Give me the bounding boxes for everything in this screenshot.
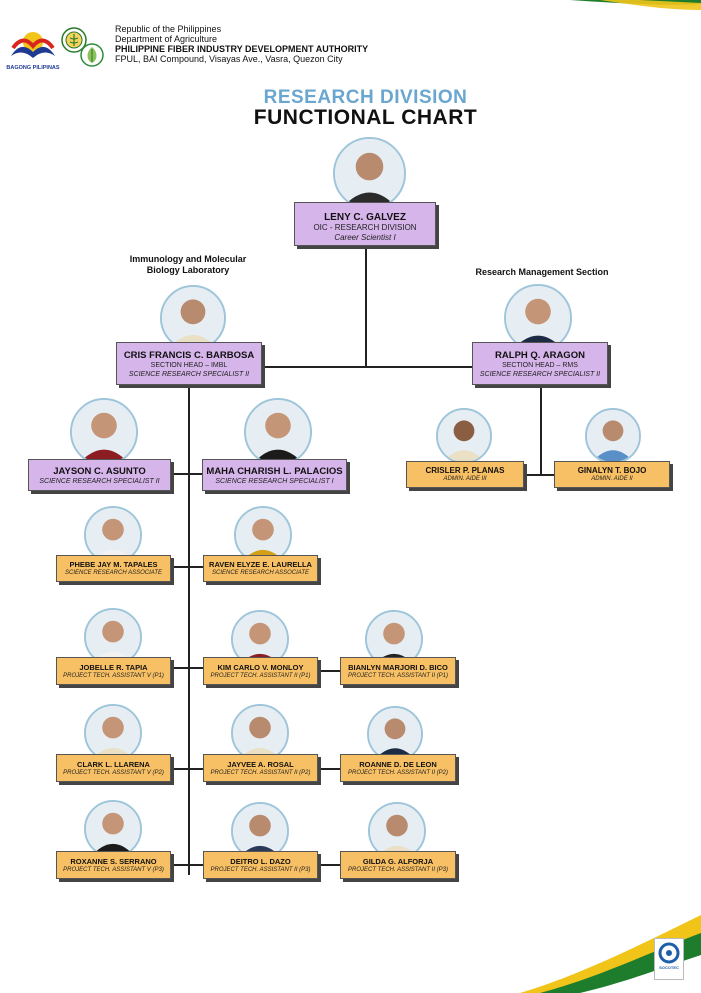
connector-line (540, 387, 542, 476)
person-name: RALPH Q. ARAGON (495, 350, 585, 361)
box-deleon: ROANNE D. DE LEON PROJECT TECH. ASSISTAN… (340, 754, 456, 782)
connector-line (170, 667, 206, 669)
box-bico: BIANLYN MARJORI D. BICO PROJECT TECH. AS… (340, 657, 456, 685)
person-role: SECTION HEAD – RMS (502, 362, 578, 369)
person-role: OIC - RESEARCH DIVISION (313, 223, 417, 232)
avatar-llarena (84, 704, 142, 762)
person-name: CLARK L. LLARENA (77, 760, 150, 769)
header-department: Department of Agriculture (115, 34, 218, 44)
person-name: GINALYN T. BOJO (577, 466, 647, 475)
connector-line (161, 566, 203, 568)
connector-line (171, 473, 207, 475)
header-address: FPUL, BAI Compound, Visayas Ave., Vasra,… (115, 54, 343, 64)
bagong-pilipinas-logo: BAGONG PILIPINAS (6, 22, 60, 72)
connector-line (316, 864, 340, 866)
person-role: PROJECT TECH. ASSISTANT II (P1) (347, 673, 448, 679)
header-agency: PHILIPPINE FIBER INDUSTRY DEVELOPMENT AU… (115, 44, 369, 54)
avatar-bojo (585, 408, 641, 464)
person-name: JAYSON C. ASUNTO (53, 466, 146, 477)
department-of-agriculture-seal-icon (61, 27, 87, 53)
person-name: RAVEN ELYZE E. LAURELLA (209, 560, 312, 569)
avatar-palacios (244, 398, 312, 466)
avatar-tapia (84, 608, 142, 666)
box-aragon: RALPH Q. ARAGON SECTION HEAD – RMS SCIEN… (472, 342, 608, 385)
connector-line (188, 387, 190, 875)
person-role: ADMIN. AIDE II (591, 476, 633, 482)
avatar-dazo (231, 802, 289, 860)
avatar-rosal (231, 704, 289, 762)
person-title: SCIENCE RESEARCH SPECIALIST II (128, 371, 250, 378)
connector-line (170, 864, 206, 866)
top-right-corner-stripes (570, 0, 701, 10)
box-alforja: GILDA G. ALFORJA PROJECT TECH. ASSISTANT… (340, 851, 456, 879)
box-tapia: JOBELLE R. TAPIA PROJECT TECH. ASSISTANT… (56, 657, 171, 685)
box-monloy: KIM CARLO V. MONLOY PROJECT TECH. ASSIST… (203, 657, 318, 685)
person-name: KIM CARLO V. MONLOY (217, 663, 304, 672)
box-palacios: MAHA CHARISH L. PALACIOS SCIENCE RESEARC… (202, 459, 347, 491)
section-label-imbl: Immunology and Molecular Biology Laborat… (129, 254, 247, 275)
person-role: PROJECT TECH. ASSISTANT V (P3) (63, 867, 164, 873)
person-role: PROJECT TECH. ASSISTANT V (P1) (63, 673, 164, 679)
box-laurella: RAVEN ELYZE E. LAURELLA SCIENCE RESEARCH… (203, 555, 318, 582)
person-role: PROJECT TECH. ASSISTANT II (P2) (210, 770, 311, 776)
section-label-rms: Research Management Section (475, 267, 609, 277)
person-name: BIANLYN MARJORI D. BICO (348, 663, 448, 672)
person-role: SCIENCE RESEARCH ASSOCIATE (64, 570, 163, 576)
avatar-serrano (84, 800, 142, 858)
avatar-asunto (70, 398, 138, 466)
connector-line (316, 768, 340, 770)
connector-line (262, 366, 472, 368)
box-galvez: LENY C. GALVEZ OIC - RESEARCH DIVISION C… (294, 202, 436, 246)
box-bojo: GINALYN T. BOJO ADMIN. AIDE II (554, 461, 670, 488)
person-name: LENY C. GALVEZ (324, 212, 406, 223)
person-role: SECTION HEAD – IMBL (150, 362, 228, 369)
box-barbosa: CRIS FRANCIS C. BARBOSA SECTION HEAD – I… (116, 342, 262, 385)
person-role: SCIENCE RESEARCH ASSOCIATE (211, 570, 310, 576)
connector-line (524, 474, 554, 476)
avatar-planas (436, 408, 492, 464)
socotec-label: SOCOTEC (659, 965, 679, 970)
person-role: ADMIN. AIDE III (443, 476, 487, 482)
box-planas: CRISLER P. PLANAS ADMIN. AIDE III (406, 461, 524, 488)
person-role: PROJECT TECH. ASSISTANT V (P2) (63, 770, 164, 776)
box-serrano: ROXANNE S. SERRANO PROJECT TECH. ASSISTA… (56, 851, 171, 879)
avatar-tapales (84, 506, 142, 564)
person-name: CRIS FRANCIS C. BARBOSA (123, 350, 255, 361)
chart-title-functional: FUNCTIONAL CHART (253, 106, 478, 129)
header-republic: Republic of the Philippines (115, 24, 222, 34)
philfida-seal-icon (80, 42, 104, 68)
person-name: DEITRO L. DAZO (230, 857, 291, 866)
person-name: CRISLER P. PLANAS (425, 466, 505, 475)
person-name: GILDA G. ALFORJA (362, 857, 434, 866)
person-role: PROJECT TECH. ASSISTANT II (P2) (347, 770, 448, 776)
iso-certification-badge: SOCOTEC (654, 938, 684, 980)
person-name: ROANNE D. DE LEON (359, 760, 437, 769)
person-name: JOBELLE R. TAPIA (79, 663, 148, 672)
box-asunto: JAYSON C. ASUNTO SCIENCE RESEARCH SPECIA… (28, 459, 171, 491)
person-role: SCIENCE RESEARCH SPECIALIST I (215, 478, 334, 485)
avatar-galvez (333, 137, 406, 210)
person-role: PROJECT TECH. ASSISTANT II (P1) (210, 673, 311, 679)
box-rosal: JAYVEE A. ROSAL PROJECT TECH. ASSISTANT … (203, 754, 318, 782)
connector-line (170, 768, 206, 770)
person-role: PROJECT TECH. ASSISTANT II (P3) (347, 867, 448, 873)
connector-line (365, 246, 367, 368)
box-llarena: CLARK L. LLARENA PROJECT TECH. ASSISTANT… (56, 754, 171, 782)
person-title: Career Scientist I (334, 233, 396, 242)
bagong-pilipinas-text: BAGONG PILIPINAS (6, 65, 60, 71)
person-name: ROXANNE S. SERRANO (70, 857, 157, 866)
person-role: PROJECT TECH. ASSISTANT II (P3) (210, 867, 311, 873)
box-dazo: DEITRO L. DAZO PROJECT TECH. ASSISTANT I… (203, 851, 318, 879)
person-name: PHEBE JAY M. TAPALES (69, 560, 158, 569)
person-name: MAHA CHARISH L. PALACIOS (206, 466, 343, 477)
person-title: SCIENCE RESEARCH SPECIALIST II (479, 371, 601, 378)
chart-title-division: RESEARCH DIVISION (263, 87, 468, 108)
connector-line (316, 670, 340, 672)
person-role: SCIENCE RESEARCH SPECIALIST II (39, 478, 160, 485)
box-tapales: PHEBE JAY M. TAPALES SCIENCE RESEARCH AS… (56, 555, 171, 582)
person-name: JAYVEE A. ROSAL (227, 760, 294, 769)
